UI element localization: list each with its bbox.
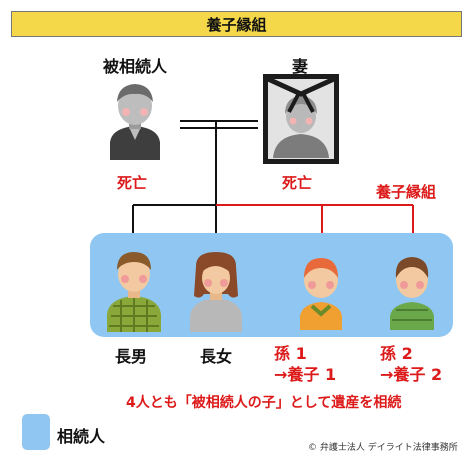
grandchild-2-figure-icon [390, 257, 434, 330]
child-3-adoption-label: →養子 1 [274, 365, 337, 384]
conclusion-text: 4人とも「被相続人の子」として遺産を相続 [126, 395, 402, 411]
deceased-father-name: 被相続人 [103, 57, 168, 76]
child-4-label: 孫 2 [380, 344, 413, 363]
child-4-adoption-label: →養子 2 [380, 365, 443, 384]
deceased-father-status: 死亡 [117, 174, 148, 192]
diagram-title: 養子縁組 [11, 11, 462, 37]
child-1-label: 長男 [115, 347, 148, 366]
legend-heir-swatch [22, 414, 50, 450]
child-2-label: 長女 [200, 347, 233, 366]
child-3-label: 孫 1 [274, 344, 307, 363]
wife-status: 死亡 [282, 174, 313, 192]
daughter-figure-icon [190, 252, 242, 332]
adoption-label: 養子縁組 [376, 183, 437, 201]
legend-heir-label: 相続人 [57, 427, 106, 446]
copyright-notice: © 弁護士法人 デイライト法律事務所 [308, 443, 458, 453]
son-figure-icon [107, 252, 161, 332]
grandchild-1-figure-icon [300, 258, 342, 330]
deceased-father-figure-icon [110, 84, 160, 160]
wife-memorial-portrait-icon [263, 74, 339, 164]
wife-name: 妻 [292, 57, 309, 76]
